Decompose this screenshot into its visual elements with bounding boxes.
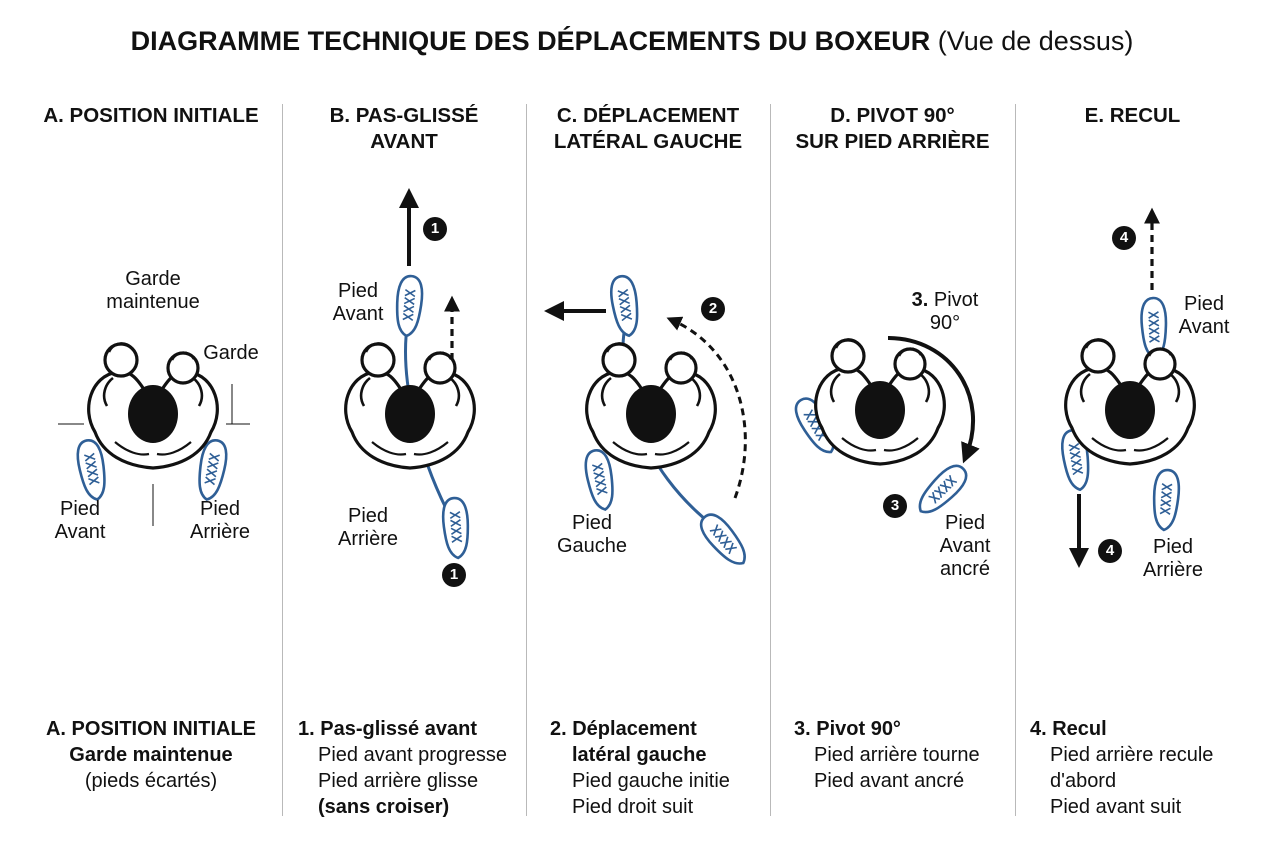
panel-b-caption-line-3: (sans croiser) — [318, 796, 450, 818]
panel-d-caption: 3. Pivot 90° Pied arrière tourne Pied av… — [794, 716, 1014, 794]
label-pivot: 3. Pivot 90° — [900, 289, 990, 335]
panel-c-heading-line-1: C. DÉPLACEMENT — [556, 104, 740, 127]
panel-d-caption-line-2: Pied avant ancré — [814, 770, 965, 792]
label-guard-maintained: Garde maintenue — [90, 268, 216, 314]
step-badge-1-top: 1 — [423, 217, 447, 241]
label-front-foot-e: Pied Avant — [1178, 293, 1230, 338]
panel-b-heading-line-1: B. PAS-GLISSÉ — [329, 104, 479, 127]
divider-3 — [770, 104, 771, 816]
step-badge-4-top: 4 — [1112, 226, 1136, 250]
label-front-foot: Pied Avant — [54, 498, 106, 543]
label-guard: Garde — [203, 342, 259, 364]
label-guard-maintained-text: Garde maintenue — [106, 268, 200, 313]
panel-a-caption-line-1: Garde maintenue — [69, 744, 233, 766]
panel-d-caption-line-1: Pied arrière tourne — [814, 744, 980, 766]
page-title: DIAGRAMME TECHNIQUE DES DÉPLACEMENTS DU … — [0, 26, 1264, 57]
label-pivot-text: Pivot 90° — [929, 289, 979, 334]
panel-d-heading-line-1: D. PIVOT 90° — [830, 104, 955, 127]
panel-a-caption-title: A. POSITION INITIALE — [45, 718, 256, 740]
title-sub: (Vue de dessus) — [937, 26, 1134, 56]
panel-d-heading-line-2: SUR PIED ARRIÈRE — [795, 130, 990, 153]
panel-e-caption-line-1: Pied arrière recule — [1050, 744, 1214, 766]
panel-a-caption: A. POSITION INITIALE Garde maintenue (pi… — [20, 716, 282, 794]
divider-2 — [526, 104, 527, 816]
panel-d-heading: D. PIVOT 90° SUR PIED ARRIÈRE — [770, 103, 1015, 155]
panel-e-caption-title: 4. Recul — [1030, 718, 1107, 740]
panel-a-caption-line-2: (pieds écartés) — [84, 770, 218, 792]
label-front-foot-b: Pied Avant — [332, 280, 384, 325]
panel-c-heading-line-2: LATÉRAL GAUCHE — [553, 130, 743, 153]
panel-b-caption-line-2: Pied arrière glisse — [318, 770, 479, 792]
panel-b-heading-line-2: AVANT — [370, 130, 438, 153]
divider-1 — [282, 104, 283, 816]
panel-d-boxer-icon — [789, 336, 980, 522]
panel-b-boxer-icon — [344, 188, 476, 561]
panel-b-caption: 1. Pas-glissé avant Pied avant progresse… — [298, 716, 528, 820]
panel-e-heading-line: E. RECUL — [1084, 104, 1181, 127]
panel-e-caption-line-3: Pied avant suit — [1050, 796, 1182, 818]
panel-c-boxer-icon — [544, 273, 754, 573]
label-left-foot: Pied Gauche — [556, 512, 628, 557]
label-rear-foot-b: Pied Arrière — [337, 505, 398, 550]
panel-e-heading: E. RECUL — [1015, 103, 1250, 129]
panel-a-heading-line: A. POSITION INITIALE — [43, 104, 259, 127]
panel-c-caption: 2. Déplacement latéral gauche Pied gauch… — [550, 716, 770, 820]
divider-4 — [1015, 104, 1016, 816]
step-badge-1-bottom: 1 — [442, 563, 466, 587]
panel-c-caption-title: 2. Déplacement — [550, 718, 697, 740]
label-rear-foot: Pied Arrière — [189, 498, 250, 543]
panel-b-caption-title: 1. Pas-glissé avant — [298, 718, 477, 740]
panel-a-heading: A. POSITION INITIALE — [20, 103, 282, 129]
label-anchored-foot: Pied Avant ancré — [939, 512, 991, 580]
panel-e-boxer-icon — [1058, 207, 1196, 568]
step-badge-3: 3 — [883, 494, 907, 518]
panel-d-caption-title: 3. Pivot 90° — [794, 718, 901, 740]
panel-c-heading: C. DÉPLACEMENT LATÉRAL GAUCHE — [526, 103, 770, 155]
step-badge-4-bottom: 4 — [1098, 539, 1122, 563]
panel-b-caption-line-1: Pied avant progresse — [318, 744, 508, 766]
label-pivot-number: 3. — [911, 289, 929, 311]
panel-c-caption-title-2: latéral gauche — [572, 744, 707, 766]
panel-c-caption-line-1: Pied gauche initie — [572, 770, 730, 792]
step-badge-2: 2 — [701, 297, 725, 321]
panel-a-boxer-icon — [58, 341, 250, 526]
label-rear-foot-e: Pied Arrière — [1142, 536, 1203, 581]
panel-e-caption-line-2: d'abord — [1050, 770, 1117, 792]
panel-e-caption: 4. Recul Pied arrière recule d'abord Pie… — [1030, 716, 1250, 820]
panel-c-caption-line-2: Pied droit suit — [572, 796, 694, 818]
title-main: DIAGRAMME TECHNIQUE DES DÉPLACEMENTS DU … — [130, 26, 931, 56]
panel-b-heading: B. PAS-GLISSÉ AVANT — [282, 103, 526, 155]
